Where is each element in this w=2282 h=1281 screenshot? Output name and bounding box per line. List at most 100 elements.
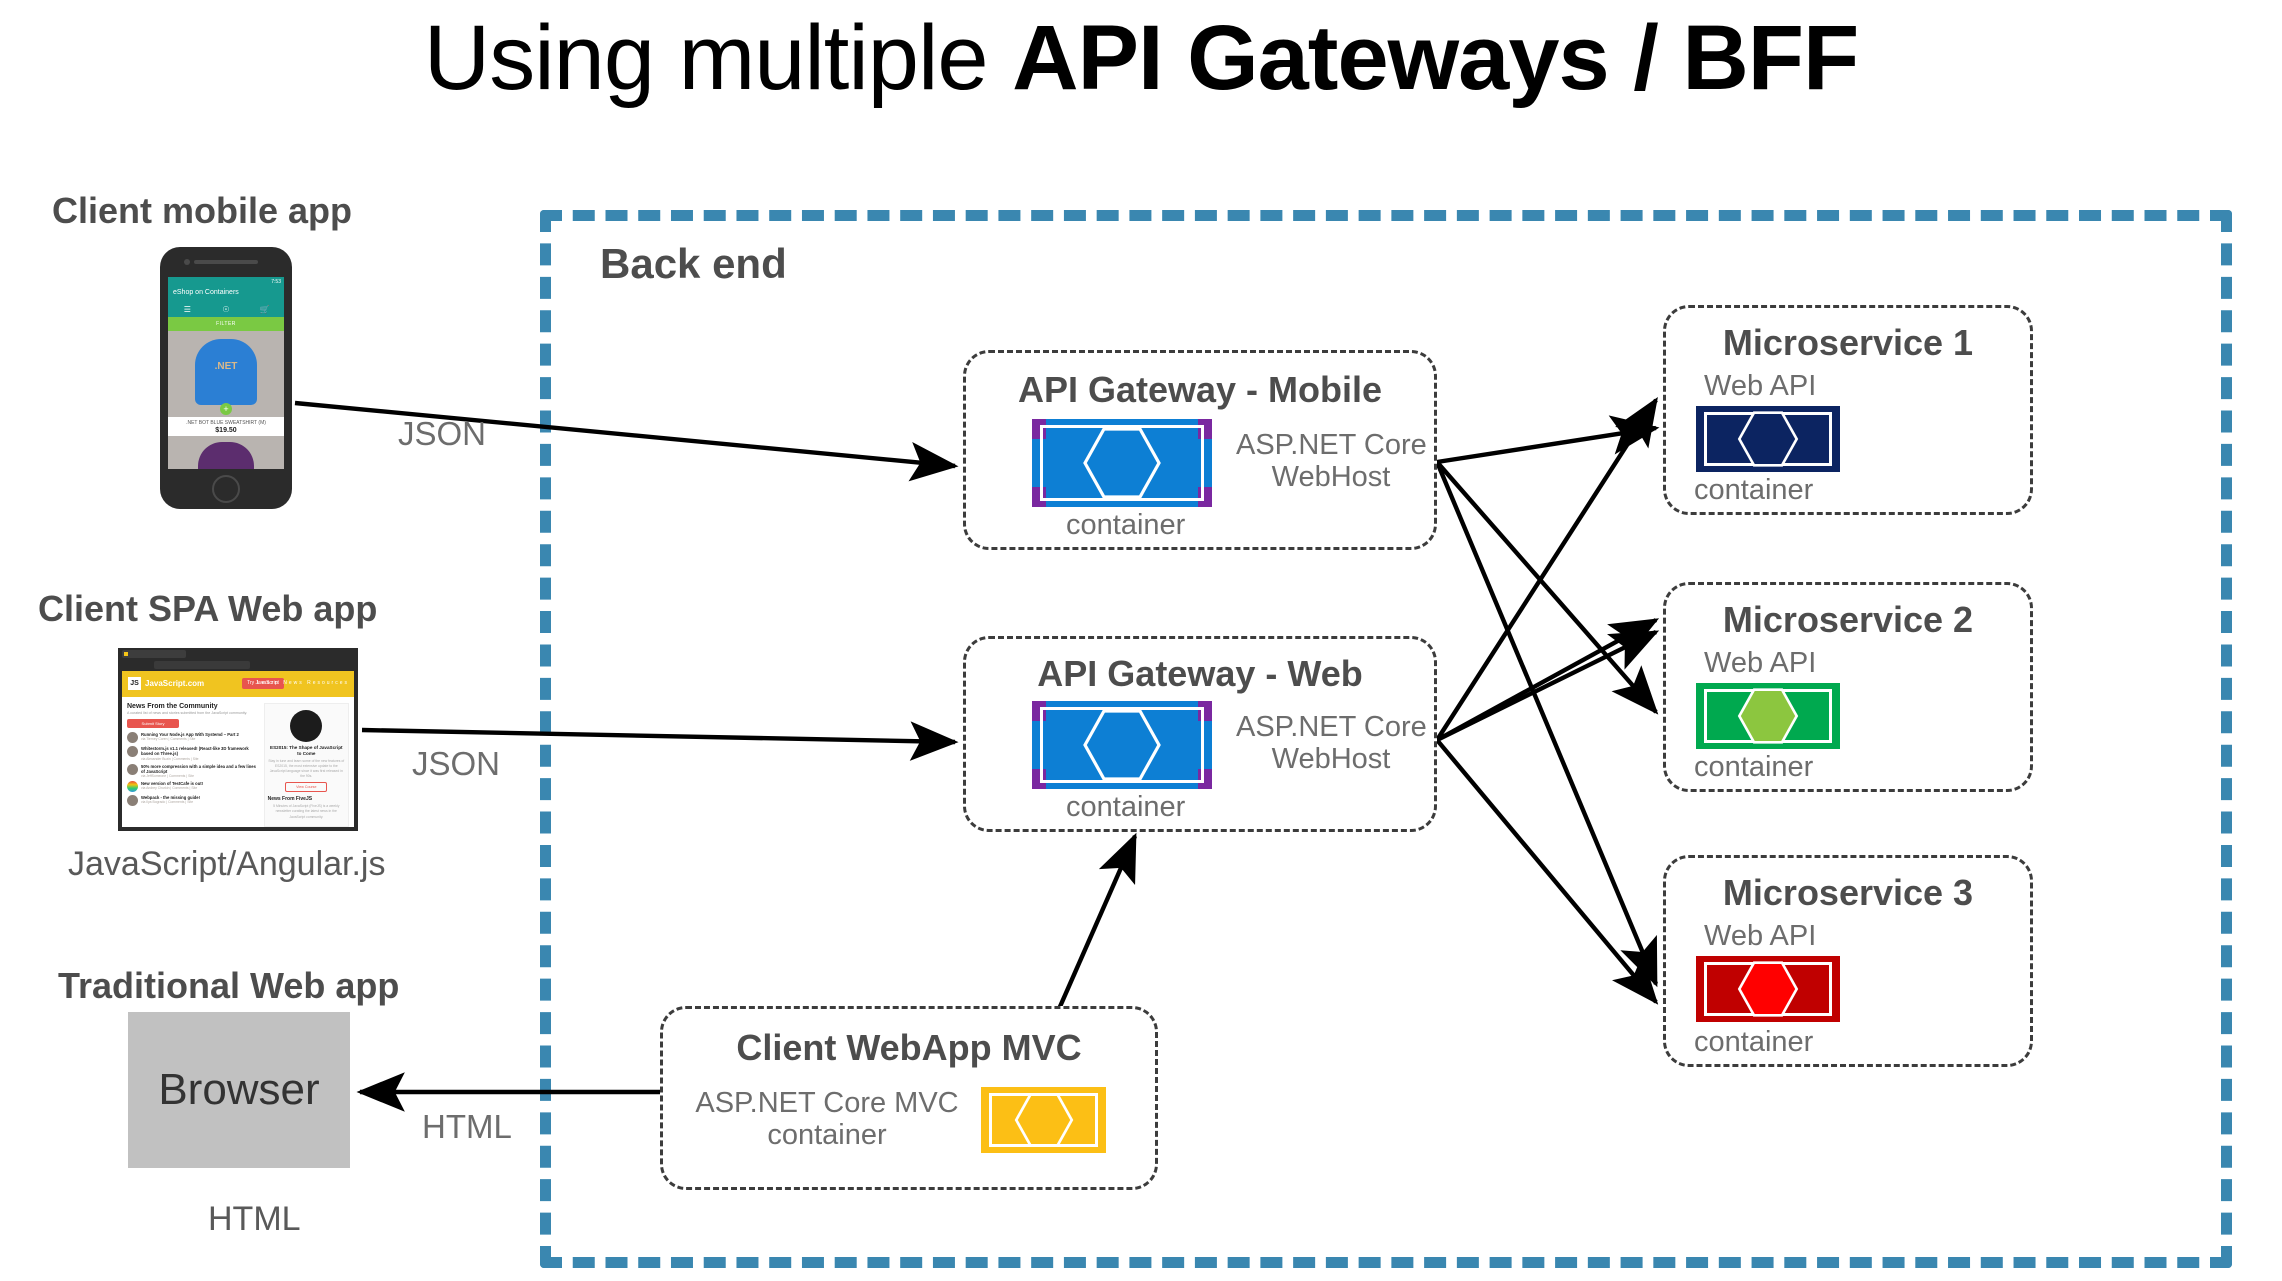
- spa-content: News From the Community A curated list o…: [122, 697, 354, 827]
- api-gateway-web-box[interactable]: API Gateway - Web container ASP.NET Core…: [963, 636, 1437, 832]
- spa-sidebar-text: Stay in tune and learn some of the new f…: [268, 758, 345, 779]
- mobile-phone-mock: 7:53 eShop on Containers ☰ ☉ 🛒 FILTER .N…: [160, 247, 292, 509]
- spa-article-title: New version of TestCafe is out!: [141, 781, 204, 787]
- add-to-cart-icon[interactable]: +: [220, 403, 232, 415]
- phone-tab-bar[interactable]: ☰ ☉ 🛒: [168, 303, 284, 317]
- avatar: [127, 795, 138, 807]
- client-spa-caption: JavaScript/Angular.js: [68, 845, 386, 883]
- title-plain: Using multiple: [423, 7, 1013, 109]
- phone-app-title: eShop on Containers: [168, 287, 284, 303]
- hexagon-icon: [1737, 411, 1799, 467]
- edge-label-mobile-json: JSON: [398, 415, 487, 452]
- spa-sidebar: ES2015: The Shape of JavaScript to Come …: [263, 703, 349, 827]
- phone-product-image-2: [168, 436, 284, 469]
- container-icon: [1696, 406, 1840, 472]
- avatar: [127, 763, 138, 775]
- list-item[interactable]: 50% more compression with a simple idea …: [127, 763, 259, 779]
- runtime-line-1: ASP.NET Core MVC: [695, 1087, 959, 1119]
- avatar: [127, 746, 138, 758]
- spa-article-title: Webpack - the missing guide!: [141, 795, 201, 801]
- runtime-line-2: container: [767, 1119, 887, 1152]
- spa-cta-button[interactable]: Try JavaScript: [242, 678, 284, 689]
- client-webapp-mvc-title: Client WebApp MVC: [736, 1027, 1082, 1068]
- client-traditional-caption: HTML: [208, 1200, 301, 1238]
- phone-filter-button[interactable]: FILTER: [168, 317, 284, 331]
- hexagon-icon: [1014, 1093, 1073, 1147]
- hoodie-graphic: [195, 339, 257, 405]
- phone-tab-catalog[interactable]: ☰: [183, 305, 191, 314]
- phone-product-price: $19.50: [215, 427, 237, 434]
- microservice-2-box[interactable]: Microservice 2 Web API container: [1663, 582, 2033, 792]
- avatar: [127, 732, 138, 744]
- phone-status-bar: 7:53: [168, 277, 284, 287]
- list-item[interactable]: Running Your Node.js App With Systemd – …: [127, 732, 259, 744]
- spa-article-title: Whitestorm.js v1.1 released! (React-like…: [141, 746, 249, 757]
- container-caption: container: [1066, 791, 1186, 823]
- spa-browser-mock: JS JavaScript.com Try JavaScript Learn N…: [118, 648, 358, 831]
- browser-box: Browser: [128, 1012, 350, 1168]
- client-webapp-mvc-box[interactable]: Client WebApp MVC ASP.NET Core MVC conta…: [660, 1006, 1158, 1190]
- dotnet-brand-label: .NET: [214, 361, 238, 372]
- page-title: Using multiple API Gateways / BFF: [0, 6, 2282, 111]
- spa-subtext: A curated list of news and stories submi…: [127, 711, 248, 715]
- phone-camera-icon: [184, 259, 190, 265]
- backend-label: Back end: [600, 240, 787, 287]
- spa-article-meta: via Ilya Bogrado | Comments | Site: [141, 800, 194, 805]
- container-icon: [1032, 701, 1212, 789]
- container-caption: container: [1694, 1026, 1814, 1058]
- spa-article-meta: via Alexander Buzin | Comments | Site: [141, 756, 199, 761]
- container-caption: container: [1694, 751, 1814, 783]
- spa-news-column: News From the Community A curated list o…: [127, 703, 259, 827]
- spa-favicon: [124, 652, 128, 656]
- spa-headline: News From the Community: [127, 703, 218, 710]
- title-bold: API Gateways / BFF: [1012, 7, 1859, 109]
- api-gateway-mobile-title: API Gateway - Mobile: [1017, 369, 1383, 410]
- runtime-line-1: ASP.NET Core: [1236, 711, 1427, 743]
- spa-sidebar-title: ES2015: The Shape of JavaScript to Come: [270, 745, 343, 756]
- container-caption: container: [1066, 509, 1186, 541]
- microservice-1-box[interactable]: Microservice 1 Web API container: [1663, 305, 2033, 515]
- web-api-label: Web API: [1704, 647, 1817, 679]
- phone-screen: 7:53 eShop on Containers ☰ ☉ 🛒 FILTER .N…: [168, 277, 284, 469]
- hexagon-icon: [1737, 688, 1799, 744]
- spa-site-header: JS JavaScript.com Try JavaScript Learn N…: [122, 671, 354, 697]
- list-item[interactable]: Whitestorm.js v1.1 released! (React-like…: [127, 746, 259, 761]
- hexagon-icon: [1083, 709, 1161, 781]
- avatar: [127, 781, 138, 793]
- container-icon: [1696, 956, 1840, 1022]
- spa-url-bar[interactable]: [118, 659, 358, 671]
- mvc-runtime: ASP.NET Core MVC container: [687, 1087, 967, 1152]
- runtime-line-2: WebHost: [1271, 461, 1391, 494]
- spa-nav-links[interactable]: Learn News Resources: [257, 680, 349, 686]
- list-item[interactable]: New version of TestCafe is out!via Andre…: [127, 781, 259, 793]
- spa-url-field[interactable]: [154, 661, 250, 669]
- phone-product-name: .NET BOT BLUE SWEATSHIRT (M): [186, 420, 266, 426]
- spa-sidebar-heading-2: News From FiveJS: [267, 796, 313, 803]
- hexagon-icon: [1737, 961, 1799, 1017]
- edge-label-html: HTML: [422, 1108, 512, 1145]
- api-gateway-mobile-box[interactable]: API Gateway - Mobile container ASP.NET C…: [963, 350, 1437, 550]
- spa-view-course-button[interactable]: View Course: [285, 782, 328, 793]
- phone-tab-cart[interactable]: 🛒: [259, 305, 270, 314]
- spa-course-badge-icon: [290, 710, 323, 742]
- api-gateway-mobile-runtime: ASP.NET Core WebHost: [1236, 429, 1427, 494]
- web-api-label: Web API: [1704, 370, 1817, 402]
- api-gateway-web-runtime: ASP.NET Core WebHost: [1236, 711, 1427, 776]
- container-caption: container: [1694, 474, 1814, 506]
- api-gateway-web-title: API Gateway - Web: [1037, 653, 1363, 694]
- phone-tab-profile[interactable]: ☉: [222, 305, 230, 314]
- phone-product-image: .NET +: [168, 331, 284, 417]
- spa-article-meta: via JeffSomeone | Comments | Site: [141, 774, 194, 779]
- container-icon: [1696, 683, 1840, 749]
- container-icon: [981, 1087, 1106, 1153]
- microservice-1-title: Microservice 1: [1722, 322, 1974, 363]
- phone-home-button[interactable]: [212, 475, 240, 503]
- web-api-label: Web API: [1704, 920, 1817, 952]
- spa-article-meta: via Andrey Churkin | Comments | Site: [141, 786, 198, 791]
- microservice-3-box[interactable]: Microservice 3 Web API container: [1663, 855, 2033, 1067]
- client-spa-heading: Client SPA Web app: [38, 588, 378, 629]
- list-item[interactable]: Webpack - the missing guide!via Ilya Bog…: [127, 795, 259, 807]
- spa-browser-tab[interactable]: [122, 650, 186, 658]
- spa-submit-story-button[interactable]: Submit Story: [127, 719, 179, 729]
- js-logo-icon: JS: [128, 677, 141, 690]
